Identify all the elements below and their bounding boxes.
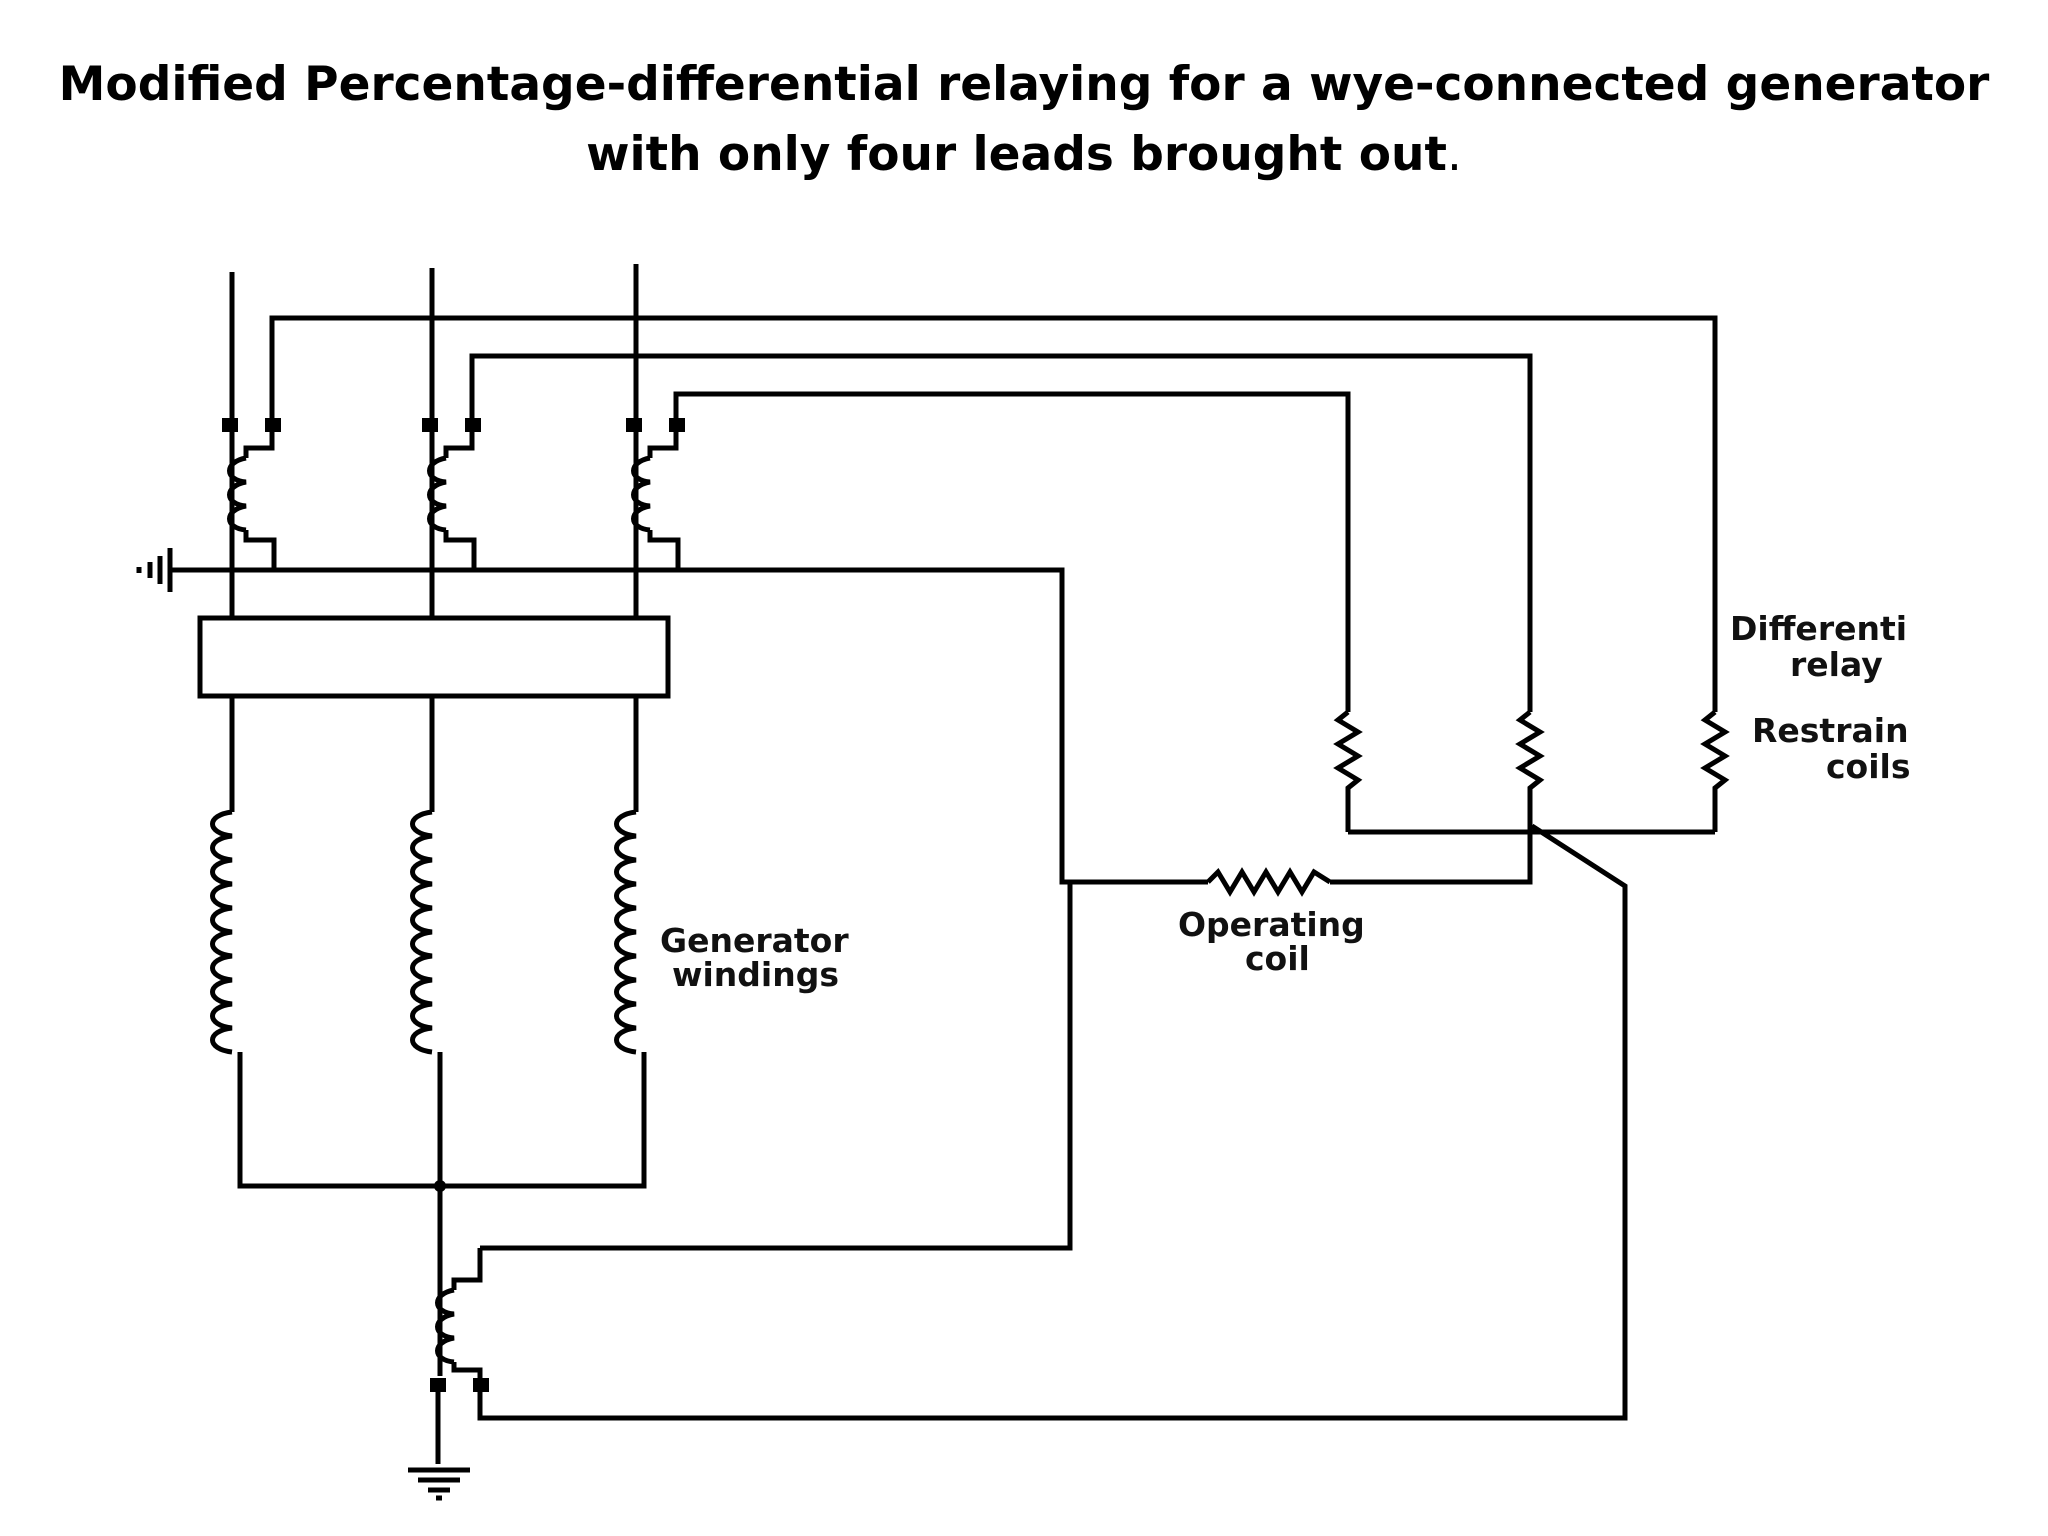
differential-relay-label-line1: Differenti — [1730, 609, 1907, 648]
ct-terminal — [669, 418, 685, 432]
ct-phase-b — [422, 418, 481, 570]
ct-coil-phase-b — [427, 455, 447, 533]
common-bus-line — [170, 567, 1208, 885]
ct-terminal — [222, 418, 238, 432]
bus-ground-icon — [136, 548, 173, 592]
restraint-coils-label-line2: coils — [1826, 747, 1911, 786]
ct-terminal — [465, 418, 481, 432]
restraint-coil-2 — [1515, 710, 1545, 832]
neutral-ground-icon — [408, 1467, 470, 1501]
winding-phase-c — [614, 809, 637, 1055]
ct-secondary-leads — [269, 315, 1718, 712]
operating-coil-label-line1: Operating — [1178, 905, 1365, 944]
restraint-to-operating — [1330, 832, 1533, 885]
generator-windings-label-line1: Generator — [660, 921, 849, 960]
ct-phase-a — [222, 418, 281, 570]
ct-coil-phase-a — [227, 455, 247, 533]
ct-coil-neutral — [435, 1287, 455, 1365]
operating-coil — [1206, 867, 1332, 897]
ct-coil-phase-c — [631, 455, 651, 533]
slide-title: Modified Percentage-differential relayin… — [20, 50, 2028, 190]
ct-terminal — [422, 418, 438, 432]
phase-current-transformers — [222, 418, 685, 570]
restraint-coil-3 — [1700, 710, 1730, 832]
lead-phase-b-to-restraint-2 — [469, 353, 1533, 712]
ct-common-bus — [136, 548, 1208, 885]
ct-terminal — [473, 1378, 489, 1392]
slide-title-period: . — [1446, 127, 1462, 182]
phase-conductors — [229, 264, 639, 812]
lead-phase-a-to-restraint-3 — [269, 315, 1718, 712]
restraint-coil-1 — [1333, 710, 1363, 832]
differential-relay-label-line2: relay — [1790, 645, 1883, 684]
ct-phase-c — [626, 418, 685, 570]
ct-terminal — [265, 418, 281, 432]
ct-terminal — [626, 418, 642, 432]
ct-terminal — [430, 1378, 446, 1392]
operating-coil-label-line2: coil — [1245, 939, 1310, 978]
generator-terminal-box — [197, 615, 671, 699]
generator-windings — [210, 809, 637, 1055]
neutral-ct-to-common — [480, 882, 1073, 1251]
neutral-ct-return — [477, 823, 1628, 1421]
generator-windings-label-line2: windings — [672, 955, 839, 994]
diagram-labels: Differenti relay Restrain coils Operatin… — [660, 609, 1911, 994]
winding-phase-b — [410, 809, 433, 1055]
ct-neutral — [408, 823, 1628, 1501]
slide-title-text: Modified Percentage-differential relayin… — [58, 57, 1990, 182]
neutral-connection — [237, 1052, 647, 1300]
restraint-coils-label-line1: Restrain — [1752, 711, 1909, 750]
winding-phase-a — [210, 809, 233, 1055]
restraint-coils — [1330, 710, 1730, 885]
lead-phase-c-to-restraint-1 — [673, 391, 1351, 712]
